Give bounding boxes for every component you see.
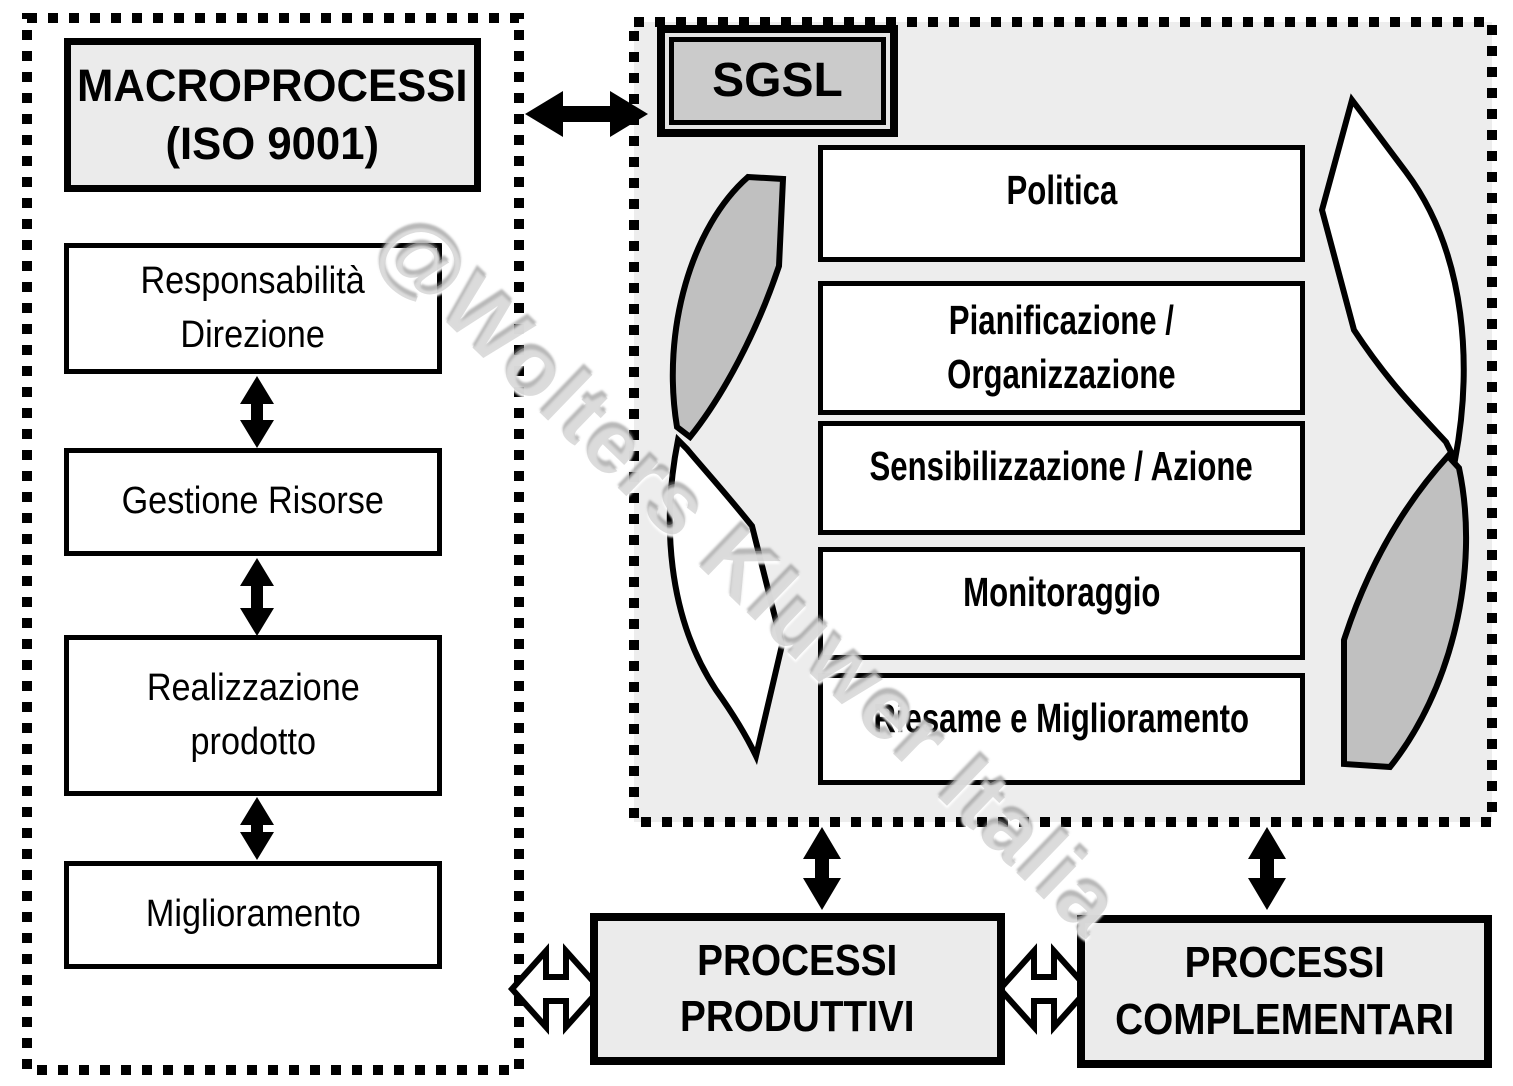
- double-arrow-macroprocessi-sgsl: [525, 91, 648, 137]
- curved-arrow-left-white-segment: [666, 433, 786, 765]
- stage-monitoraggio: Monitoraggio: [818, 547, 1305, 660]
- macroprocessi-header-box: MACROPROCESSI (ISO 9001): [64, 38, 481, 192]
- box-gestione-risorse: Gestione Risorse: [64, 448, 442, 556]
- monitoraggio-label: Monitoraggio: [962, 569, 1161, 615]
- sensibilizzazione-azione-label: Sensibilizzazione / Azione: [869, 443, 1254, 489]
- curved-arrow-left-gray-segment: [669, 173, 787, 442]
- double-arrow-sgsl-processi-complementari: [1248, 827, 1286, 910]
- politica-label: Politica: [1006, 167, 1117, 213]
- double-arrow-gestione-realizzazione: [240, 558, 274, 636]
- box-realizzazione-prodotto: Realizzazione prodotto: [64, 635, 442, 796]
- curved-arrow-right-white-segment: [1318, 93, 1467, 470]
- double-arrow-realizzazione-miglioramento: [240, 797, 274, 860]
- outline-arrow-leftpanel-produttivi: [507, 943, 605, 1035]
- stage-sensibilizzazione-azione: Sensibilizzazione / Azione: [818, 421, 1305, 535]
- sgsl-title-inner: SGSL: [669, 37, 886, 125]
- processi-produttivi-label: PROCESSI PRODUTTIVI: [680, 935, 915, 1041]
- gestione-risorse-label: Gestione Risorse: [121, 480, 385, 523]
- macroprocessi-header-label: MACROPROCESSI (ISO 9001): [77, 59, 468, 170]
- stage-riesame-miglioramento: Riesame e Miglioramento: [818, 673, 1305, 785]
- box-miglioramento: Miglioramento: [64, 861, 442, 969]
- outline-arrow-produttivi-complementari: [995, 943, 1093, 1035]
- box-processi-complementari: PROCESSI COMPLEMENTARI: [1077, 915, 1492, 1068]
- stage-politica: Politica: [818, 145, 1305, 262]
- double-arrow-responsabilita-gestione: [240, 376, 274, 448]
- stage-pianificazione-organizzazione: Pianificazione / Organizzazione: [818, 281, 1305, 415]
- sgsl-title-box: SGSL: [657, 25, 898, 137]
- miglioramento-label: Miglioramento: [145, 893, 361, 936]
- responsabilita-direzione-label: Responsabilità Direzione: [140, 260, 366, 356]
- curved-arrow-right-gray-segment: [1341, 451, 1470, 771]
- double-arrow-sgsl-processi-produttivi: [803, 827, 841, 910]
- pianificazione-organizzazione-label: Pianificazione / Organizzazione: [947, 297, 1176, 398]
- processi-complementari-label: PROCESSI COMPLEMENTARI: [1114, 938, 1455, 1044]
- riesame-miglioramento-label: Riesame e Miglioramento: [873, 695, 1250, 741]
- sgsl-title-label: SGSL: [712, 54, 843, 108]
- box-responsabilita-direzione: Responsabilità Direzione: [64, 243, 442, 374]
- realizzazione-prodotto-label: Realizzazione prodotto: [146, 667, 360, 763]
- box-processi-produttivi: PROCESSI PRODUTTIVI: [590, 913, 1005, 1065]
